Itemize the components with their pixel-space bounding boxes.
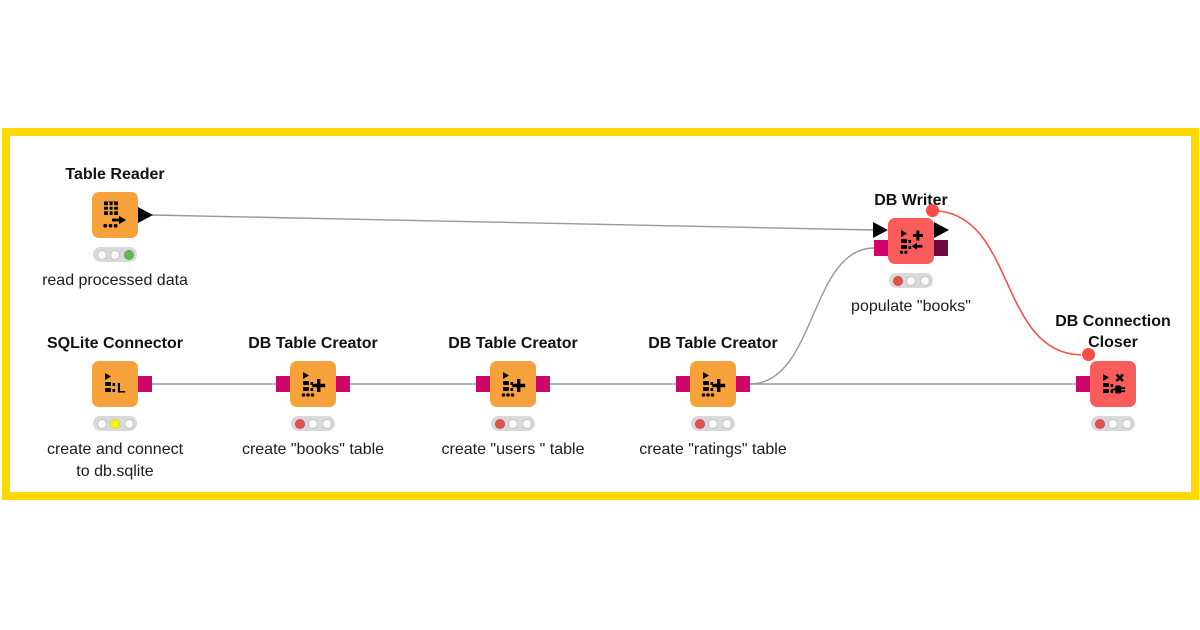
output-port-db-connection[interactable]	[536, 376, 550, 392]
bulb-yellow	[906, 275, 916, 286]
output-port-data[interactable]	[934, 222, 949, 238]
bulb-yellow	[308, 418, 318, 429]
flow-variable-port[interactable]	[1082, 348, 1095, 361]
bulb-green	[321, 418, 332, 429]
node-caption[interactable]: create "users " table	[441, 441, 585, 458]
node-db-writer[interactable]: DB Writer populat	[851, 192, 971, 315]
table-arrow-icon	[103, 201, 126, 228]
db-stack-plus-icon	[701, 372, 726, 397]
input-port-db-connection[interactable]	[1076, 376, 1090, 392]
flow-variable-port[interactable]	[926, 204, 939, 217]
db-stack-plus-icon	[301, 372, 326, 397]
bulb-red	[294, 418, 305, 429]
input-port-db-connection[interactable]	[874, 240, 888, 256]
output-port-db-connection[interactable]	[336, 376, 350, 392]
bulb-green	[721, 418, 732, 429]
bulb-yellow	[508, 418, 518, 429]
edge-creator-ratings-to-db-writer[interactable]	[749, 247, 875, 385]
node-title: DB Table Creator	[248, 335, 378, 352]
output-port-data[interactable]	[138, 207, 153, 223]
traffic-light	[889, 273, 933, 288]
edge-table-reader-to-db-writer[interactable]	[151, 214, 874, 231]
node-body[interactable]	[92, 192, 138, 238]
bulb-red	[1094, 418, 1105, 429]
db-stack-l-icon: L	[105, 373, 126, 396]
node-title: DB Table Creator	[648, 335, 778, 352]
node-body[interactable]	[1090, 361, 1136, 407]
traffic-light	[491, 416, 535, 431]
output-port-db-data[interactable]	[934, 240, 948, 256]
input-port-db-connection[interactable]	[276, 376, 290, 392]
node-caption[interactable]: populate "books"	[851, 298, 971, 315]
node-title: SQLite Connector	[46, 335, 184, 352]
node-db-table-creator-users[interactable]: DB Table Creator create "users " table	[442, 335, 585, 458]
traffic-light	[93, 247, 137, 262]
bulb-red	[694, 418, 705, 429]
workflow-annotation-frame[interactable]	[2, 128, 1199, 500]
bulb-red	[494, 418, 505, 429]
node-table-reader[interactable]: Table Reader read processed data	[42, 166, 188, 289]
bulb-yellow	[708, 418, 718, 429]
db-stack-write-icon	[899, 230, 923, 254]
output-port-db-connection[interactable]	[138, 376, 152, 392]
bulb-red	[96, 418, 107, 429]
bulb-green	[123, 418, 134, 429]
input-port-db-connection[interactable]	[676, 376, 690, 392]
db-stack-close-icon	[1103, 373, 1125, 394]
bulb-red	[892, 275, 903, 286]
node-db-table-creator-books[interactable]: DB Table Creator create "books" table	[242, 335, 384, 458]
bulb-green	[521, 418, 532, 429]
node-title: DB Table Creator	[448, 335, 578, 352]
node-caption[interactable]: create "ratings" table	[639, 441, 787, 458]
db-stack-plus-icon	[501, 372, 526, 397]
bulb-yellow	[110, 418, 120, 429]
node-caption[interactable]: read processed data	[42, 272, 188, 289]
bulb-green	[919, 275, 930, 286]
node-db-table-creator-ratings[interactable]: DB Table Creator create "ratings" table	[639, 335, 786, 458]
traffic-light	[93, 416, 137, 431]
input-port-db-connection[interactable]	[476, 376, 490, 392]
output-port-db-connection[interactable]	[736, 376, 750, 392]
traffic-light	[1091, 416, 1135, 431]
traffic-light	[291, 416, 335, 431]
node-body[interactable]	[888, 218, 934, 264]
bulb-yellow	[110, 249, 120, 260]
node-caption[interactable]: create "books" table	[241, 441, 385, 458]
bulb-yellow	[1108, 418, 1118, 429]
bulb-green	[123, 249, 134, 260]
svg-text:L: L	[117, 380, 126, 396]
bulb-green	[1121, 418, 1132, 429]
traffic-light	[691, 416, 735, 431]
node-body[interactable]	[690, 361, 736, 407]
node-body[interactable]: L	[92, 361, 138, 407]
bulb-red	[96, 249, 107, 260]
edge-db-writer-flowvar-to-db-connection-closer[interactable]	[938, 210, 1082, 356]
node-body[interactable]	[490, 361, 536, 407]
input-port-data[interactable]	[873, 222, 888, 238]
node-title: Table Reader	[65, 166, 165, 183]
node-body[interactable]	[290, 361, 336, 407]
